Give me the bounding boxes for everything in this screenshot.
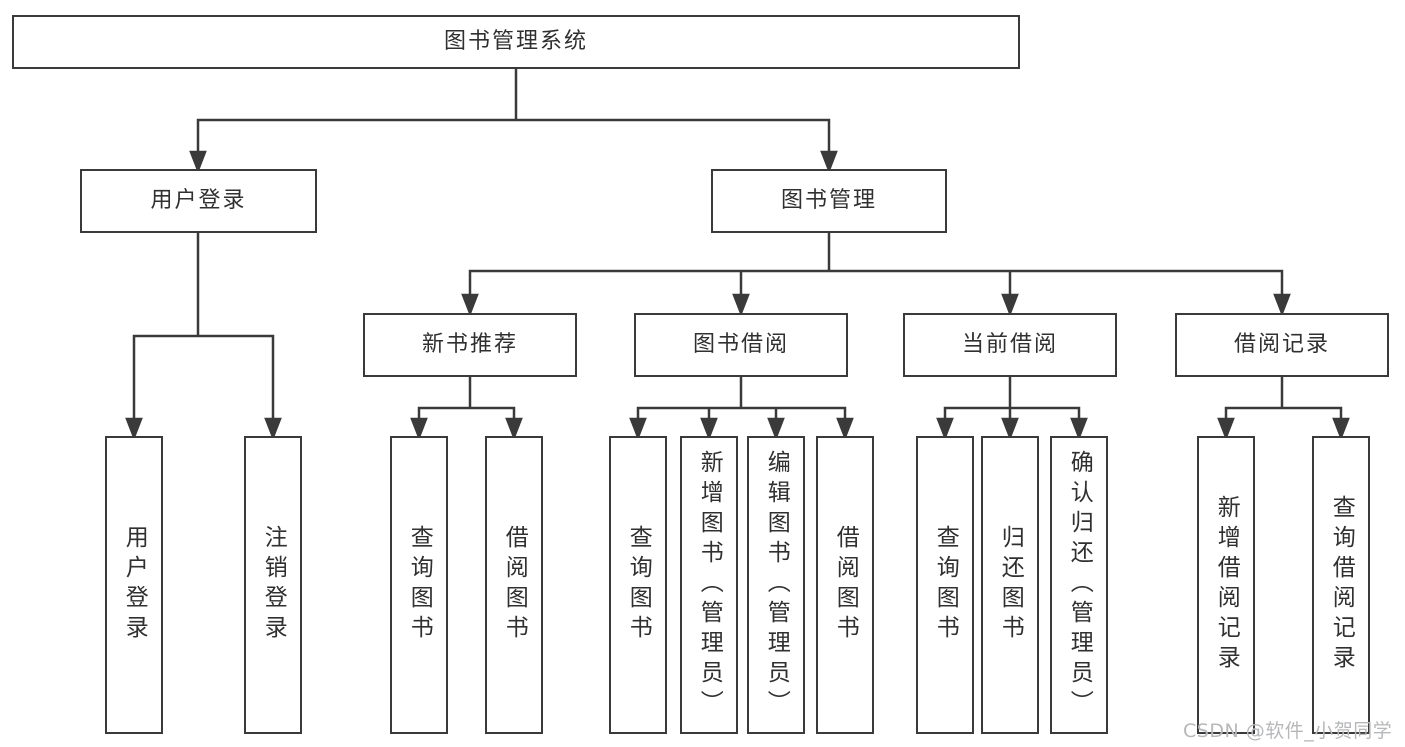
edge-borrow-records-to-leaves xyxy=(1217,375,1350,441)
diagram-leaf-borrow-books-b: 借阅图书 xyxy=(816,436,874,734)
arrowhead-icon xyxy=(1273,293,1291,317)
edge-book-mgmt-to-level3 xyxy=(461,231,1291,317)
arrowhead-icon xyxy=(767,417,785,441)
arrowhead-icon xyxy=(461,293,479,317)
edge-user-login-to-leaves xyxy=(125,231,282,441)
diagram-leaf-add-books: 新增图书（管理员） xyxy=(680,436,738,734)
arrowhead-icon xyxy=(700,417,718,441)
edge-new-book-rec-to-leaves xyxy=(410,375,523,441)
arrowhead-icon xyxy=(629,417,647,441)
edge-root-to-level2 xyxy=(189,67,838,174)
diagram-leaf-edit-books: 编辑图书（管理员） xyxy=(747,436,805,734)
diagram-leaf-query-books-a: 查询图书 xyxy=(390,436,448,734)
arrowhead-icon xyxy=(1001,293,1019,317)
diagram-leaf-confirm-return: 确认归还（管理员） xyxy=(1050,436,1108,734)
diagram-leaf-user-login: 用户登录 xyxy=(105,436,163,734)
arrowhead-icon xyxy=(820,150,838,174)
diagram-node-book-borrow: 图书借阅 xyxy=(634,313,848,377)
diagram-leaf-add-record: 新增借阅记录 xyxy=(1197,436,1255,734)
diagram-node-user-login: 用户登录 xyxy=(80,169,317,233)
edge-book-borrow-to-leaves xyxy=(629,375,854,441)
edge-current-borrow-to-leaves xyxy=(936,375,1088,441)
arrowhead-icon xyxy=(1001,417,1019,441)
diagram-node-book-mgmt: 图书管理 xyxy=(711,169,947,233)
arrowhead-icon xyxy=(264,417,282,441)
arrowhead-icon xyxy=(732,293,750,317)
diagram-node-new-book-rec: 新书推荐 xyxy=(363,313,577,377)
arrowhead-icon xyxy=(1070,417,1088,441)
diagram-leaf-query-record: 查询借阅记录 xyxy=(1312,436,1370,734)
arrowhead-icon xyxy=(936,417,954,441)
diagram-leaf-return-books: 归还图书 xyxy=(981,436,1039,734)
arrowhead-icon xyxy=(505,417,523,441)
diagram-leaf-logout: 注销登录 xyxy=(244,436,302,734)
diagram-node-borrow-records: 借阅记录 xyxy=(1175,313,1389,377)
arrowhead-icon xyxy=(1217,417,1235,441)
diagram-leaf-borrow-books-a: 借阅图书 xyxy=(485,436,543,734)
arrowhead-icon xyxy=(1332,417,1350,441)
diagram-node-root: 图书管理系统 xyxy=(12,15,1020,69)
diagram-node-current-borrow: 当前借阅 xyxy=(903,313,1117,377)
arrowhead-icon xyxy=(125,417,143,441)
diagram-leaf-query-books-b: 查询图书 xyxy=(609,436,667,734)
arrowhead-icon xyxy=(410,417,428,441)
arrowhead-icon xyxy=(836,417,854,441)
csdn-watermark: CSDN @软件_小贺同学 xyxy=(1183,720,1393,742)
diagram-leaf-query-books-c: 查询图书 xyxy=(916,436,974,734)
arrowhead-icon xyxy=(189,150,207,174)
